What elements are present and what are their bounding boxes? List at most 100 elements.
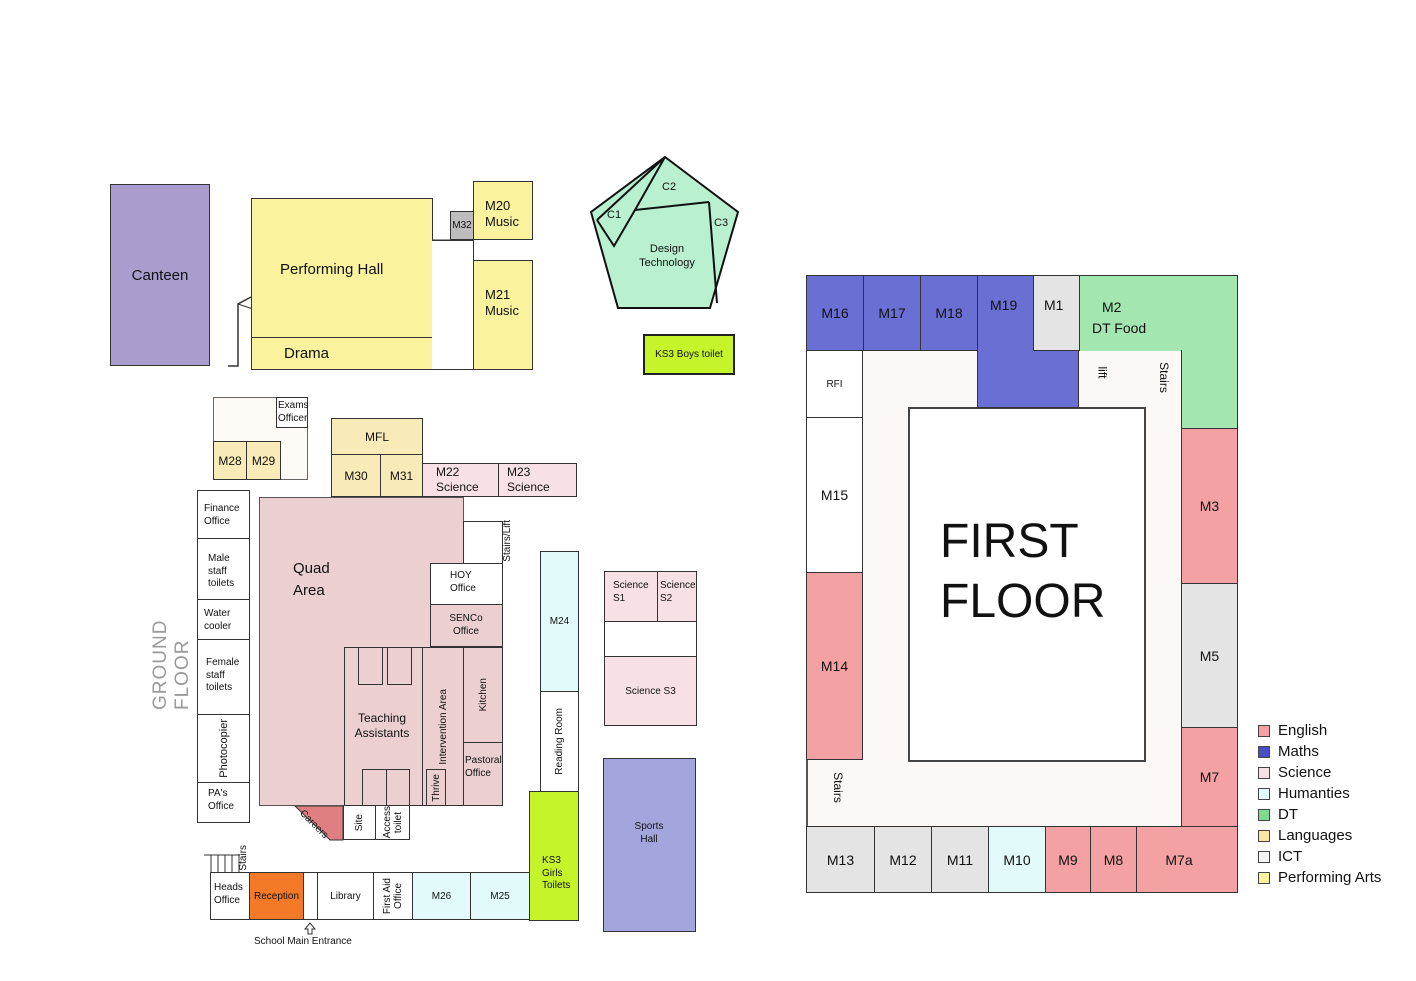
heads-office: Heads Office [210, 872, 250, 920]
m7-room: M7 [1181, 727, 1238, 827]
c2-label: C2 [662, 181, 677, 193]
legend-item-humanities: Humanties [1258, 783, 1398, 804]
m10-room: M10 [988, 826, 1046, 893]
ta-cubicle [358, 647, 383, 685]
legend-item-dt: DT [1258, 804, 1398, 825]
drama-label: Drama [284, 345, 330, 362]
c3-label: C3 [714, 217, 729, 229]
m14-room: M14 [806, 572, 863, 760]
main-entrance-label: School Main Entrance [254, 936, 352, 947]
m22-room: M22 Science [422, 463, 499, 497]
m19-notch: M1 [1033, 275, 1080, 351]
male-staff-toilets: Male staff toilets [197, 538, 250, 600]
ground-floor-title: GROUND FLOOR [150, 619, 193, 710]
photocopier-room: Photocopier [197, 714, 250, 783]
ta-cubicle [387, 647, 412, 685]
m15-room: M15 [806, 417, 863, 573]
design-technology-label: Design Technology [639, 243, 695, 269]
legend-swatch [1258, 787, 1270, 800]
reception-room: Reception [249, 872, 304, 920]
legend-item-science: Science [1258, 762, 1398, 783]
thrive-room: Thrive [426, 769, 446, 806]
c1-label: C1 [607, 209, 622, 221]
stairs-top-label: Stairs [1156, 362, 1171, 393]
reading-room: Reading Room [540, 691, 579, 792]
m7a-room: M7a [1136, 826, 1238, 893]
mfl-room: MFL [331, 418, 423, 455]
library-room: Library [317, 872, 374, 920]
m20-room: M20 Music [473, 181, 533, 240]
ks3-girls-toilets: KS3 Girls Toilets [529, 791, 579, 921]
m32-room: M32 [450, 211, 474, 240]
lift-label: lift [1095, 366, 1110, 379]
m12-room: M12 [874, 826, 932, 893]
female-staff-toilets: Female staff toilets [197, 639, 250, 715]
m28-room: M28 [213, 441, 247, 480]
finance-office: Finance Office [197, 490, 250, 539]
m26-room: M26 [412, 872, 471, 920]
design-technology-building [589, 155, 740, 309]
first-floor-title: FIRST FLOOR [940, 515, 1106, 628]
legend-swatch [1258, 808, 1270, 821]
sports-hall: Sports Hall [603, 758, 696, 932]
legend-swatch [1258, 766, 1270, 779]
stairs-label: Stairs [238, 845, 249, 871]
canteen-room: Canteen [110, 184, 210, 366]
rfi-room: RFI [806, 350, 863, 418]
m8-room: M8 [1090, 826, 1137, 893]
ta-cubicle [386, 769, 410, 806]
access-toilet: Access toilet [375, 805, 410, 840]
water-cooler: Water cooler [197, 599, 250, 640]
m30-room: M30 [331, 454, 381, 497]
legend-swatch [1258, 745, 1270, 758]
senco-office: SENCo Office [430, 604, 503, 647]
m2-wing [1181, 350, 1238, 429]
stairs-lift-label: Stairs/Lift [502, 520, 513, 562]
m29-room: M29 [246, 441, 281, 480]
hall-corridor [432, 240, 474, 370]
m21-room: M21 Music [473, 260, 533, 370]
m23-room: M23 Science [498, 463, 577, 497]
ta-cubicle [362, 769, 387, 806]
m24-room: M24 [540, 551, 579, 692]
first-floor-courtyard [908, 407, 1146, 762]
exams-officer-room: Exams Officer [276, 397, 309, 428]
pas-office: PA's Office [197, 782, 250, 823]
m9-room: M9 [1045, 826, 1091, 893]
science-s2: Science S2 [657, 571, 697, 622]
m25-room: M25 [470, 872, 530, 920]
m5-room: M5 [1181, 583, 1238, 728]
first-aid-office: First Aid Office [373, 872, 413, 920]
m18-room: M18 [920, 275, 978, 351]
drama-room: Drama [251, 337, 433, 370]
stairs-bottom-label: Stairs [830, 772, 845, 803]
stairs-lift-area [463, 521, 503, 564]
legend-swatch [1258, 829, 1270, 842]
entrance-gap [303, 872, 318, 920]
m17-room: M17 [863, 275, 921, 351]
ks3-boys-toilet: KS3 Boys toilet [643, 334, 735, 375]
m11-room: M11 [931, 826, 989, 893]
m13-room: M13 [806, 826, 875, 893]
performing-hall-room: Performing Hall [251, 198, 433, 338]
legend-item-english: English [1258, 720, 1398, 741]
legend-item-performing-arts: Performing Arts [1258, 867, 1398, 888]
legend-item-languages: Languages [1258, 825, 1398, 846]
careers-room [293, 805, 344, 841]
site-room: Site [343, 805, 376, 840]
legend: English Maths Science Humanties DT Langu… [1258, 720, 1398, 888]
science-corridor [604, 621, 697, 657]
legend-swatch [1258, 724, 1270, 737]
hoy-office: HOY Office [430, 563, 503, 605]
m16-room: M16 [806, 275, 864, 351]
science-s1: Science S1 [604, 571, 658, 622]
legend-swatch [1258, 850, 1270, 863]
science-s3: Science S3 [604, 656, 697, 726]
kitchen-room: Kitchen [463, 647, 503, 743]
legend-item-maths: Maths [1258, 741, 1398, 762]
legend-swatch [1258, 871, 1270, 884]
legend-item-ict: ICT [1258, 846, 1398, 867]
m31-room: M31 [380, 454, 423, 497]
m2-dt-food-room: M2 DT Food [1079, 275, 1238, 351]
